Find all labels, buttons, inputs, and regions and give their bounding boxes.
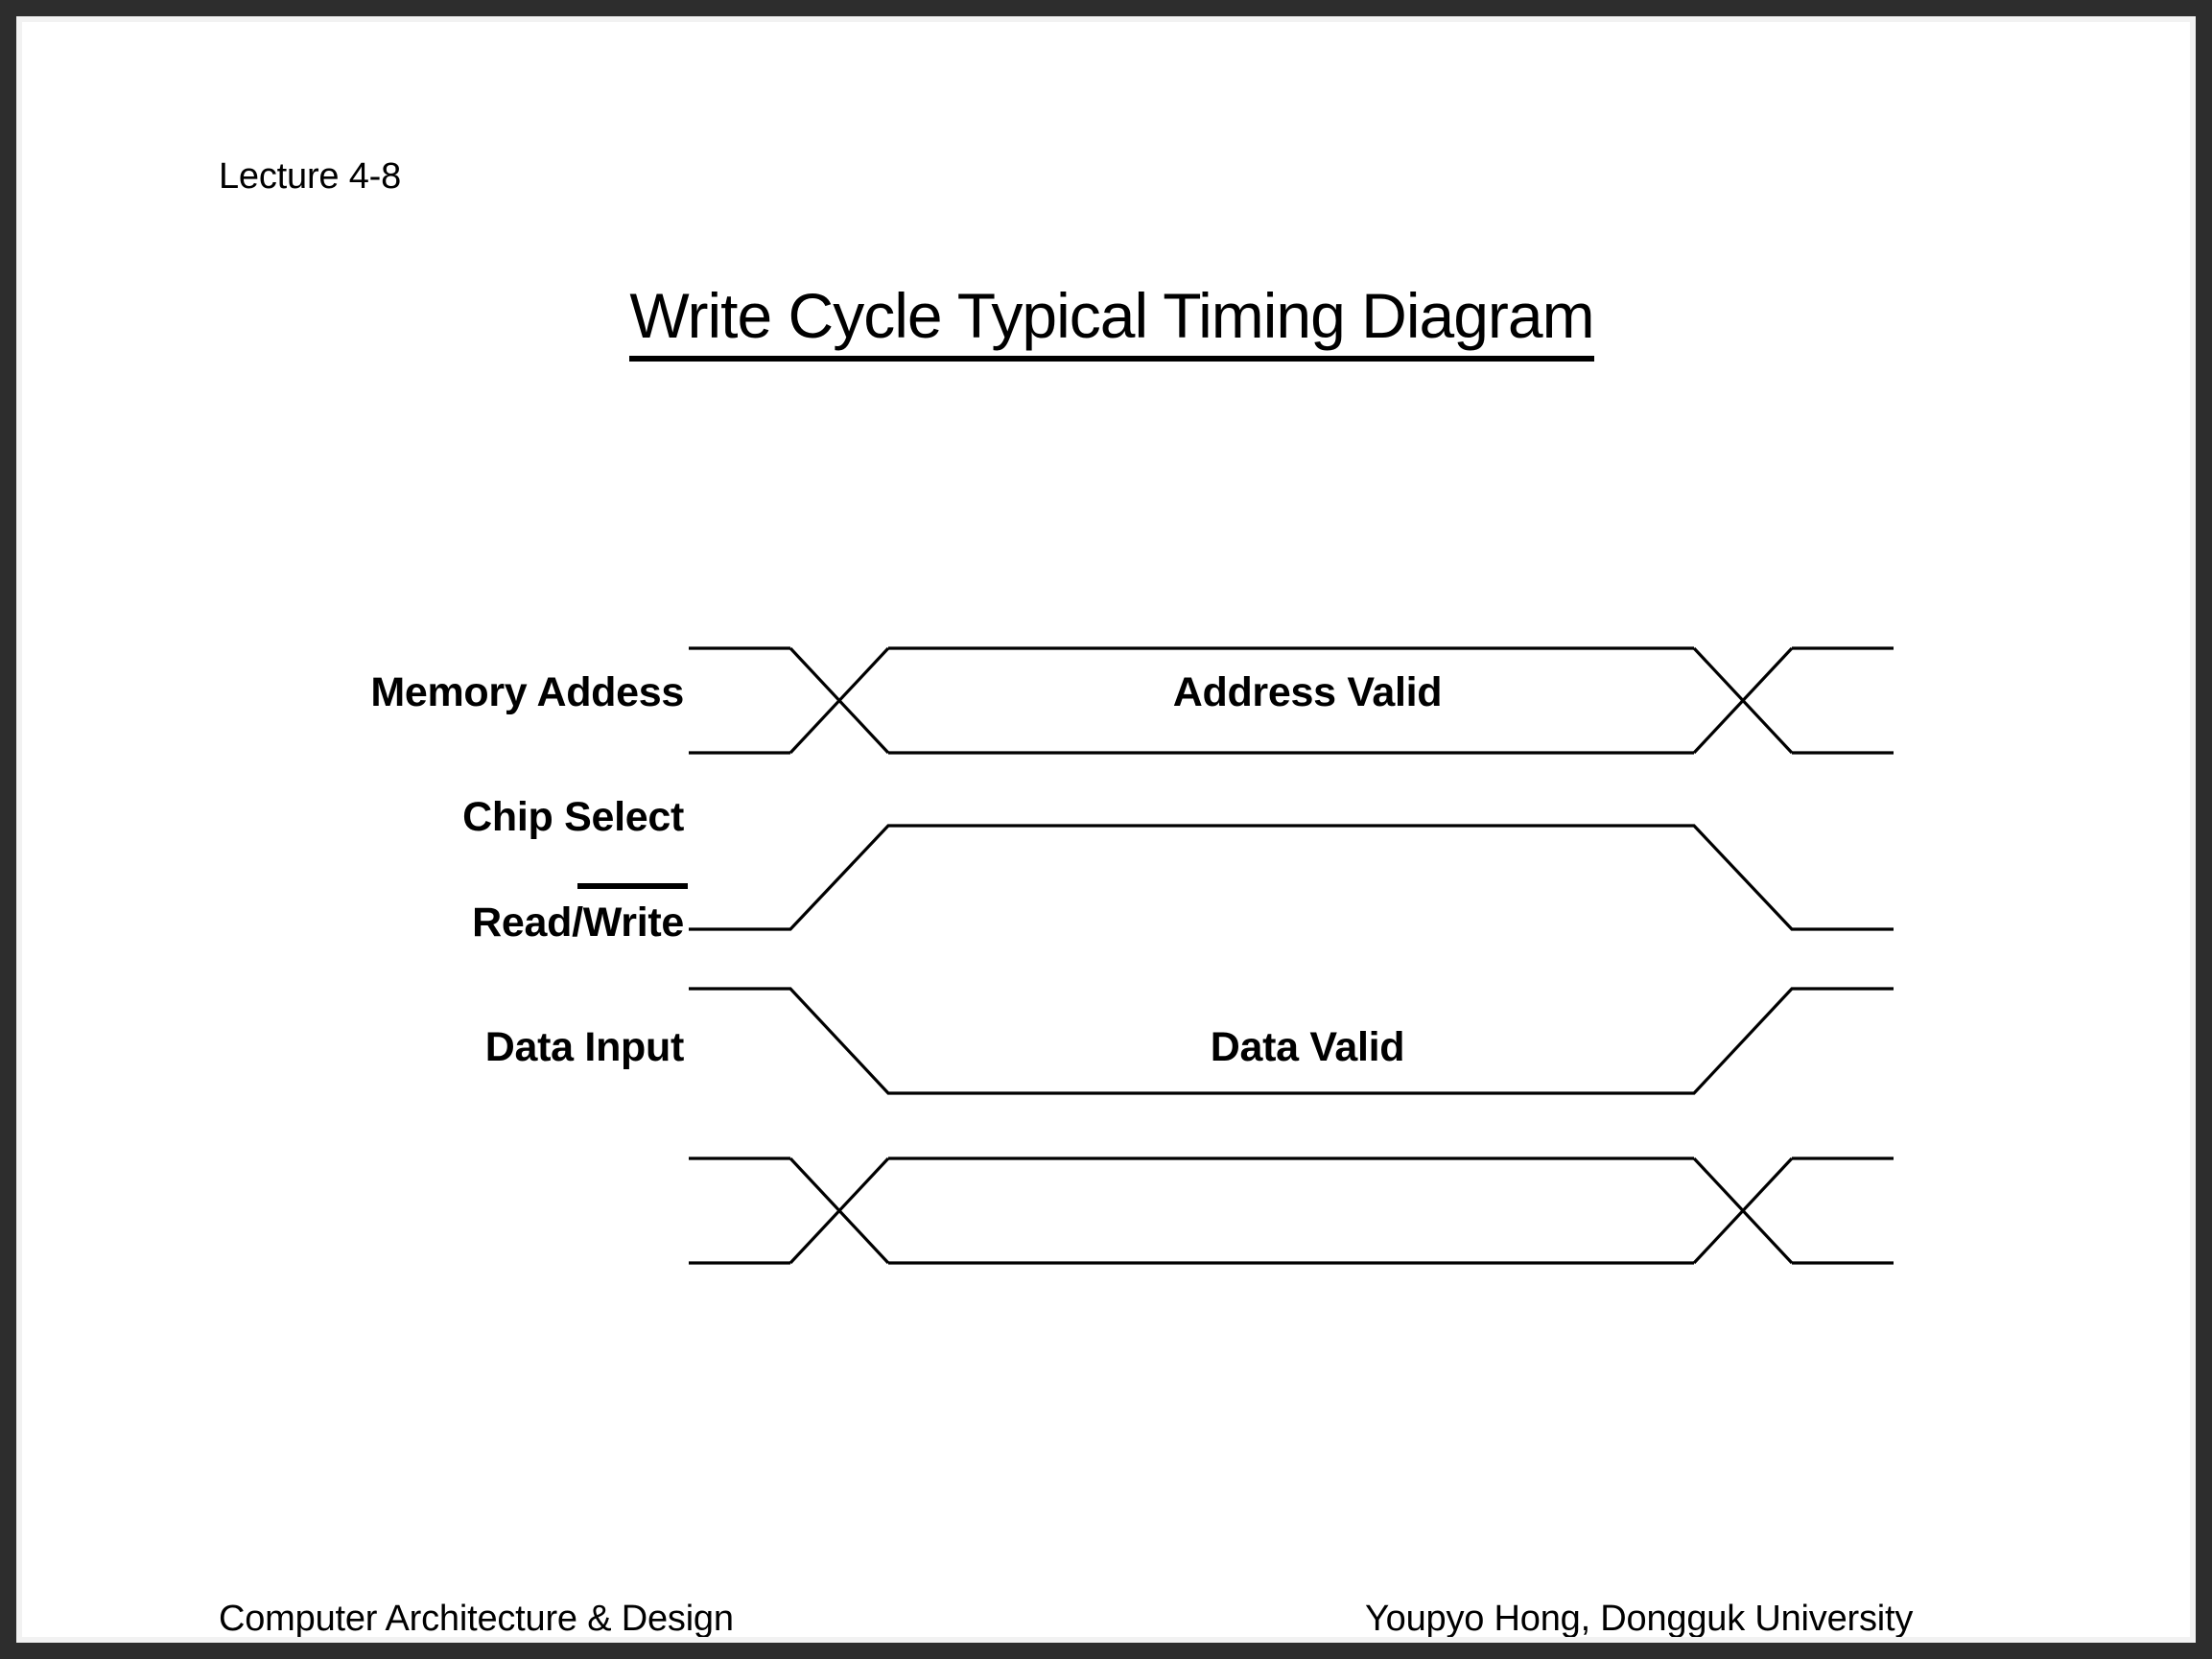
- signal-label-memory-address: Memory Addess: [370, 669, 684, 715]
- lecture-label: Lecture 4-8: [219, 156, 402, 197]
- bus-value-data-valid: Data Valid: [1210, 1024, 1405, 1070]
- read-write-overbar-text: Write: [577, 883, 689, 946]
- bus-value-address-valid: Address Valid: [1172, 669, 1443, 715]
- waveform-chip-select: [689, 824, 1894, 931]
- page-title-text: Write Cycle Typical Timing Diagram: [629, 279, 1595, 362]
- signal-label-chip-select: Chip Select: [462, 794, 684, 840]
- page-title: Write Cycle Typical Timing Diagram: [22, 279, 2190, 362]
- footer-course: Computer Architecture & Design: [219, 1599, 734, 1639]
- signal-label-data-input: Data Input: [484, 1024, 685, 1070]
- footer-author: Youpyo Hong, Dongguk University: [1365, 1599, 1914, 1639]
- slide-canvas: Lecture 4-8 Write Cycle Typical Timing D…: [16, 16, 2196, 1643]
- read-write-prefix: Read/: [472, 900, 583, 946]
- signal-label-read-write: Read/Write: [51, 883, 689, 946]
- waveform-data-input: [689, 1157, 1894, 1265]
- read-write-label-group: Read/Write: [472, 883, 689, 946]
